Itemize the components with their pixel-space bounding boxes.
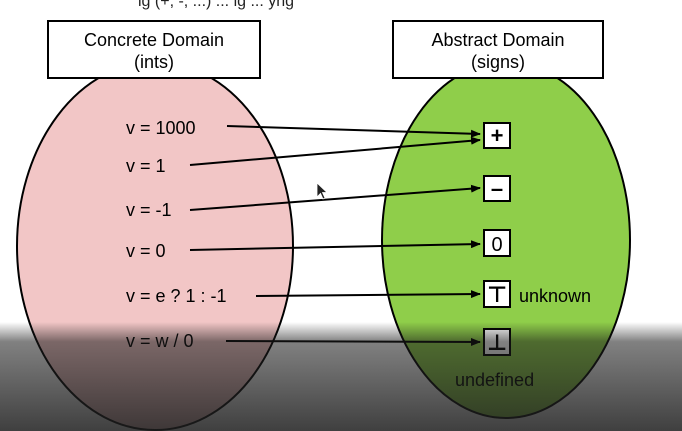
concrete-value-1: v = 1 <box>126 156 166 176</box>
concrete-value-div-zero: v = w / 0 <box>126 331 194 351</box>
unknown-label: unknown <box>519 286 591 306</box>
concrete-domain-title: Concrete Domain <box>84 30 224 50</box>
abstract-symbol-plus: + <box>483 122 511 149</box>
abstract-symbol-minus: – <box>483 175 511 202</box>
svg-text:–: – <box>491 176 503 201</box>
header-cut-off-text: ig (+, -, ...) ... ig ... yng <box>138 0 294 10</box>
mapping-arrow-1000-to-plus <box>226 125 481 138</box>
mapping-arrow-1-to-plus <box>189 136 481 166</box>
abstract-domain-title-box: Abstract Domain (signs) <box>392 20 604 79</box>
abstract-domain-title: Abstract Domain <box>431 30 564 50</box>
mouse-pointer-icon <box>316 182 329 200</box>
mapping-arrow-div-zero-to-bottom <box>225 337 481 346</box>
svg-text:+: + <box>491 123 504 148</box>
undefined-label: undefined <box>455 370 534 390</box>
concrete-value-ternary: v = e ? 1 : -1 <box>126 286 227 306</box>
svg-text:⊤: ⊤ <box>487 282 507 307</box>
concrete-domain-subtitle: (ints) <box>134 52 174 72</box>
svg-text:⊥: ⊥ <box>487 330 507 355</box>
mapping-arrow-ternary-to-top <box>255 290 481 299</box>
mapping-arrow-0-to-zero <box>189 240 481 251</box>
concrete-value-neg1: v = -1 <box>126 200 172 220</box>
concrete-value-0: v = 0 <box>126 241 166 261</box>
abstract-symbol-bottom: ⊥ <box>483 328 511 356</box>
svg-text:0: 0 <box>491 234 502 256</box>
concrete-domain-title-box: Concrete Domain (ints) <box>47 20 261 79</box>
mapping-arrow-neg1-to-minus <box>189 184 481 211</box>
abstract-domain-subtitle: (signs) <box>471 52 525 72</box>
abstract-symbol-zero: 0 <box>483 229 511 257</box>
abstract-symbol-top: ⊤ <box>483 280 511 308</box>
concrete-value-1000: v = 1000 <box>126 118 196 138</box>
